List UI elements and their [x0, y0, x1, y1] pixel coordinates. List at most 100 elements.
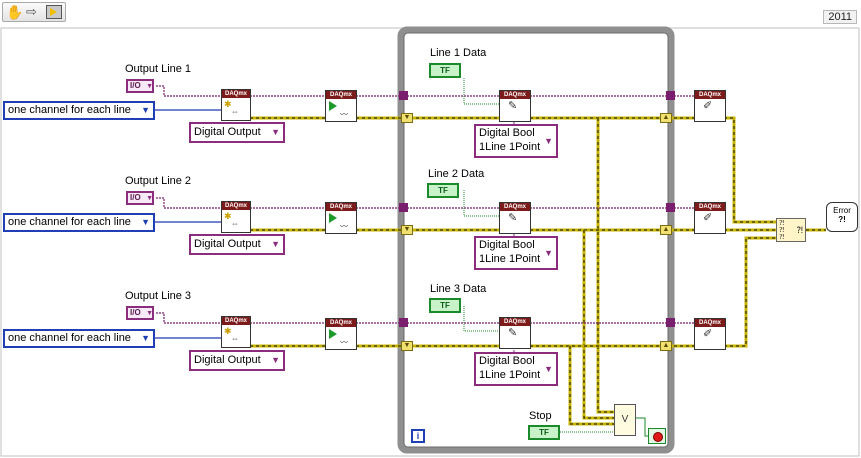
output-line-label: Output Line 2 [125, 175, 192, 187]
play-icon [329, 101, 337, 111]
clear-task-vi[interactable]: DAQmx✐ [694, 90, 726, 122]
daqmx-header: DAQmx [222, 90, 250, 98]
line-data-control[interactable]: TF [427, 183, 459, 198]
clear-task-vi[interactable]: DAQmx✐ [694, 202, 726, 234]
start-task-vi[interactable]: DAQmx〰 [325, 90, 357, 122]
error-tunnel-right[interactable]: ▲ [660, 225, 672, 235]
stop-dot-icon [653, 432, 663, 442]
dropdown-arrow-icon: ▼ [141, 217, 150, 227]
enum-value: one channel for each line [8, 104, 131, 116]
stop-label: Stop [529, 410, 552, 422]
enum-value: one channel for each line [8, 332, 131, 344]
line-data-control[interactable]: TF [429, 298, 461, 313]
daqmx-header: DAQmx [695, 203, 725, 211]
daqmx-header: DAQmx [326, 319, 356, 327]
pencil-icon: ✎ [508, 212, 518, 224]
create-channel-vi[interactable]: DAQmx✱⇔ [221, 201, 251, 233]
dropdown-arrow-icon: ▼ [146, 83, 153, 90]
shift-register-right[interactable] [666, 318, 675, 327]
daqmx-header: DAQmx [222, 202, 250, 210]
pencil-icon: ✎ [508, 100, 518, 112]
dropdown-arrow-icon: ▼ [271, 127, 280, 137]
pencil-icon: ✎ [508, 327, 518, 339]
create-channel-vi[interactable]: DAQmx✱⇔ [221, 316, 251, 348]
loop-stop-terminal[interactable] [648, 428, 666, 444]
daqmx-header: DAQmx [695, 319, 725, 327]
error-tunnel-left[interactable]: ▼ [401, 113, 413, 123]
simple-error-handler[interactable]: Error ?! [826, 202, 858, 232]
io-text: I/O [130, 81, 141, 90]
task-type-ring[interactable]: Digital Output ▼ [189, 350, 285, 371]
daqmx-header: DAQmx [222, 317, 250, 325]
line-data-label: Line 2 Data [428, 168, 485, 180]
dropdown-arrow-icon: ▼ [544, 136, 553, 146]
daqmx-header: DAQmx [695, 91, 725, 99]
daqmx-header: DAQmx [326, 91, 356, 99]
line-data-control[interactable]: TF [429, 63, 461, 78]
line-data-label: Line 3 Data [430, 283, 487, 295]
or-gate[interactable]: V [614, 404, 636, 436]
dropdown-arrow-icon: ▼ [146, 310, 153, 317]
dropdown-arrow-icon: ▼ [271, 239, 280, 249]
daqmx-header: DAQmx [500, 318, 530, 326]
line-grouping-enum[interactable]: one channel for each line ▼ [3, 101, 155, 120]
run-arrow-icon[interactable] [46, 5, 62, 19]
shift-register-left[interactable] [399, 318, 408, 327]
daqmx-header: DAQmx [500, 91, 530, 99]
shift-register-right[interactable] [666, 203, 675, 212]
start-task-vi[interactable]: DAQmx〰 [325, 318, 357, 350]
dropdown-arrow-icon: ▼ [544, 248, 553, 258]
task-type-value: Digital Output [194, 238, 261, 250]
line-grouping-enum[interactable]: one channel for each line ▼ [3, 329, 155, 348]
error-tunnel-right[interactable]: ▲ [660, 113, 672, 123]
task-type-ring[interactable]: Digital Output ▼ [189, 234, 285, 255]
play-icon [329, 329, 337, 339]
task-type-ring[interactable]: Digital Output ▼ [189, 122, 285, 143]
while-loop [397, 26, 675, 454]
shift-register-left[interactable] [399, 91, 408, 100]
clear-task-vi[interactable]: DAQmx✐ [694, 318, 726, 350]
shift-register-left[interactable] [399, 203, 408, 212]
eraser-icon: ✐ [703, 100, 713, 112]
hand-tool-icon[interactable]: ✋ [6, 4, 24, 20]
error-tunnel-left[interactable]: ▼ [401, 225, 413, 235]
iteration-terminal: i [411, 429, 425, 443]
output-line-label: Output Line 1 [125, 63, 192, 75]
create-channel-vi[interactable]: DAQmx✱⇔ [221, 89, 251, 121]
eraser-icon: ✐ [703, 212, 713, 224]
dropdown-arrow-icon: ▼ [146, 195, 153, 202]
task-type-value: Digital Output [194, 126, 261, 138]
dropdown-arrow-icon: ▼ [141, 333, 150, 343]
io-channel-constant[interactable]: I/O ▼ [126, 306, 154, 320]
stop-button-control[interactable]: TF [528, 425, 560, 440]
error-tunnel-right[interactable]: ▲ [660, 341, 672, 351]
daqmx-header: DAQmx [500, 203, 530, 211]
write-vi[interactable]: DAQmx✎ [499, 90, 531, 122]
error-tunnel-left[interactable]: ▼ [401, 341, 413, 351]
step-arrow-icon[interactable]: ⇨ [26, 4, 37, 19]
io-text: I/O [130, 193, 141, 202]
play-icon [329, 213, 337, 223]
enum-value: one channel for each line [8, 216, 131, 228]
merge-errors-node[interactable]: ⁈⁈⁈ ⁈ [776, 218, 806, 242]
daqmx-header: DAQmx [326, 203, 356, 211]
dropdown-arrow-icon: ▼ [141, 105, 150, 115]
row3-wires [155, 236, 776, 426]
io-channel-constant[interactable]: I/O ▼ [126, 79, 154, 93]
io-text: I/O [130, 308, 141, 317]
shift-register-right[interactable] [666, 91, 675, 100]
dropdown-arrow-icon: ▼ [271, 355, 280, 365]
line-data-label: Line 1 Data [430, 47, 487, 59]
io-channel-constant[interactable]: I/O ▼ [126, 191, 154, 205]
write-vi[interactable]: DAQmx✎ [499, 317, 531, 349]
task-type-value: Digital Output [194, 354, 261, 366]
eraser-icon: ✐ [703, 328, 713, 340]
start-task-vi[interactable]: DAQmx〰 [325, 202, 357, 234]
line-grouping-enum[interactable]: one channel for each line ▼ [3, 213, 155, 232]
write-vi[interactable]: DAQmx✎ [499, 202, 531, 234]
labview-version-badge: 2011 [823, 10, 857, 24]
